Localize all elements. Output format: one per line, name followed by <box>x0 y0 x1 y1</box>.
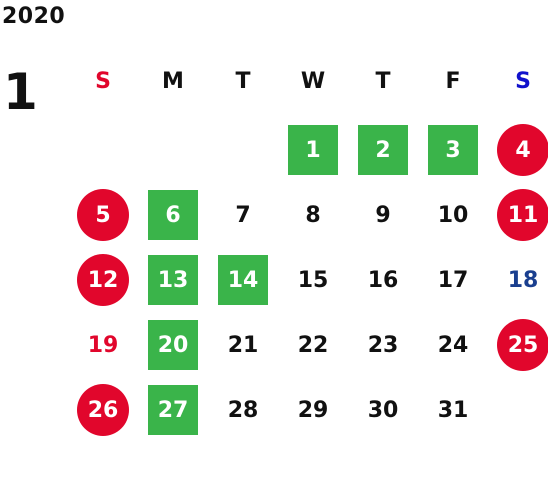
day-cell-23[interactable]: 23 <box>355 320 411 370</box>
year-label: 2020 <box>2 4 66 29</box>
day-number: 19 <box>87 332 119 358</box>
day-cell-14[interactable]: 14 <box>215 255 271 305</box>
weekday-header-6: S <box>515 68 531 94</box>
day-number: 8 <box>305 202 321 228</box>
day-number: 10 <box>437 202 469 228</box>
weekday-header-0: S <box>95 68 111 94</box>
day-number: 6 <box>148 190 198 240</box>
weekday-header-1: M <box>162 68 184 94</box>
day-cell-17[interactable]: 17 <box>425 255 481 305</box>
weekday-header-4: T <box>375 68 391 94</box>
day-number: 28 <box>227 397 259 423</box>
day-number: 11 <box>497 189 548 241</box>
day-cell-22[interactable]: 22 <box>285 320 341 370</box>
day-cell-6[interactable]: 6 <box>145 190 201 240</box>
day-number: 17 <box>437 267 469 293</box>
day-cell-28[interactable]: 28 <box>215 385 271 435</box>
day-cell-5[interactable]: 5 <box>75 189 131 241</box>
day-number: 7 <box>235 202 251 228</box>
day-number: 29 <box>297 397 329 423</box>
weekday-header-2: T <box>235 68 251 94</box>
day-cell-1[interactable]: 1 <box>285 125 341 175</box>
day-cell-29[interactable]: 29 <box>285 385 341 435</box>
day-number: 4 <box>497 124 548 176</box>
day-cell-10[interactable]: 10 <box>425 190 481 240</box>
day-number: 31 <box>437 397 469 423</box>
weekday-header-5: F <box>445 68 461 94</box>
day-number: 26 <box>77 384 129 436</box>
day-number: 23 <box>367 332 399 358</box>
day-cell-11[interactable]: 11 <box>495 189 548 241</box>
day-number: 30 <box>367 397 399 423</box>
day-cell-21[interactable]: 21 <box>215 320 271 370</box>
day-cell-15[interactable]: 15 <box>285 255 341 305</box>
day-number: 27 <box>148 385 198 435</box>
day-number: 9 <box>375 202 391 228</box>
day-number: 21 <box>227 332 259 358</box>
day-cell-12[interactable]: 12 <box>75 254 131 306</box>
month-label: 1 <box>3 63 38 121</box>
day-number: 13 <box>148 255 198 305</box>
day-cell-4[interactable]: 4 <box>495 124 548 176</box>
weekday-header-3: W <box>300 68 326 94</box>
day-cell-25[interactable]: 25 <box>495 319 548 371</box>
day-cell-3[interactable]: 3 <box>425 125 481 175</box>
day-cell-13[interactable]: 13 <box>145 255 201 305</box>
day-number: 18 <box>507 267 539 293</box>
day-cell-2[interactable]: 2 <box>355 125 411 175</box>
day-number: 22 <box>297 332 329 358</box>
day-cell-8[interactable]: 8 <box>285 190 341 240</box>
day-number: 2 <box>358 125 408 175</box>
day-cell-31[interactable]: 31 <box>425 385 481 435</box>
day-number: 15 <box>297 267 329 293</box>
day-number: 1 <box>288 125 338 175</box>
day-cell-27[interactable]: 27 <box>145 385 201 435</box>
day-cell-19[interactable]: 19 <box>75 320 131 370</box>
day-cell-26[interactable]: 26 <box>75 384 131 436</box>
day-cell-18[interactable]: 18 <box>495 255 548 305</box>
day-cell-7[interactable]: 7 <box>215 190 271 240</box>
day-number: 20 <box>148 320 198 370</box>
day-number: 3 <box>428 125 478 175</box>
day-cell-24[interactable]: 24 <box>425 320 481 370</box>
day-number: 25 <box>497 319 548 371</box>
day-number: 12 <box>77 254 129 306</box>
day-number: 16 <box>367 267 399 293</box>
day-number: 24 <box>437 332 469 358</box>
day-cell-20[interactable]: 20 <box>145 320 201 370</box>
day-number: 5 <box>77 189 129 241</box>
day-cell-9[interactable]: 9 <box>355 190 411 240</box>
day-cell-16[interactable]: 16 <box>355 255 411 305</box>
day-number: 14 <box>218 255 268 305</box>
day-cell-30[interactable]: 30 <box>355 385 411 435</box>
